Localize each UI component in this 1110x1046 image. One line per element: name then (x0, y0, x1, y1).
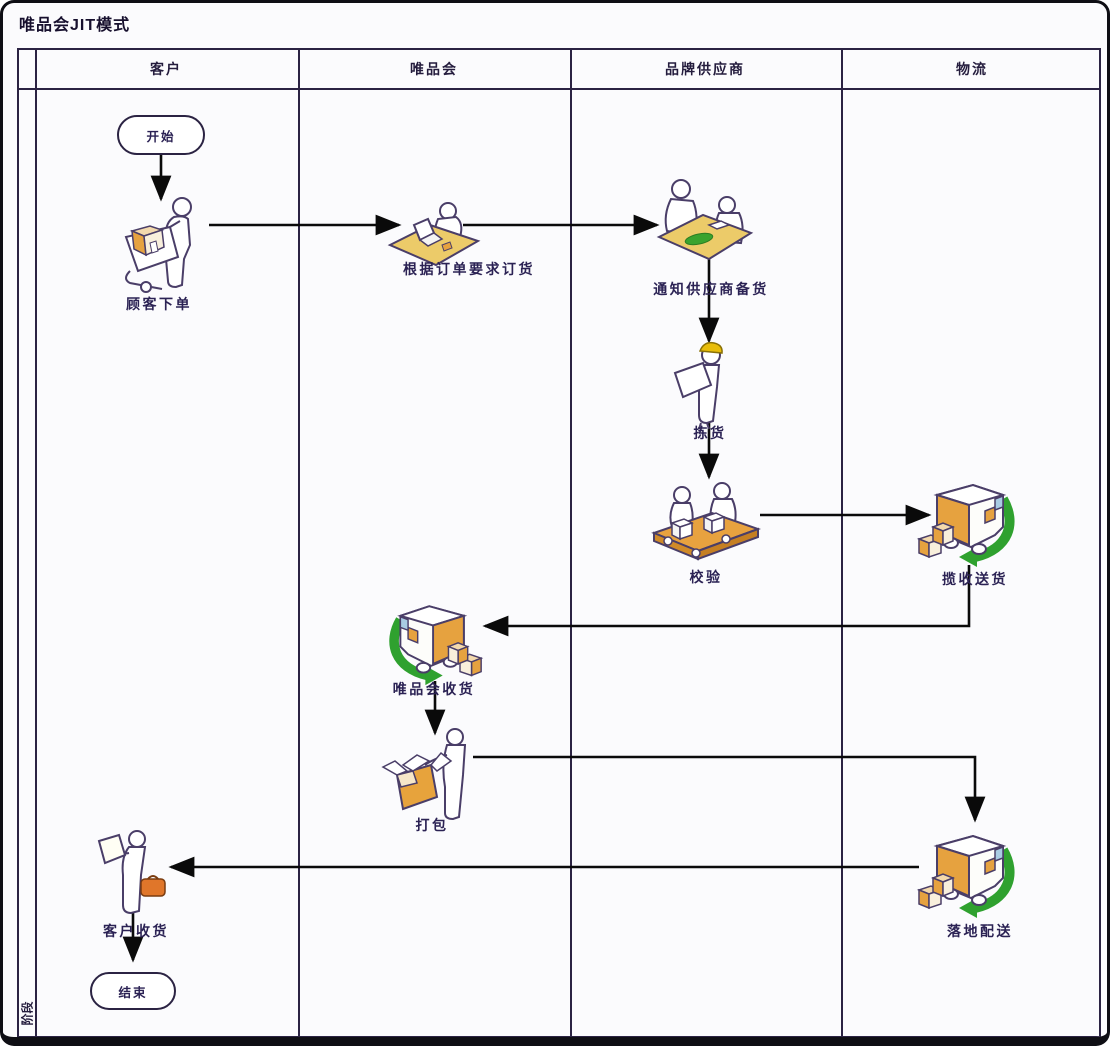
lane-header-customer: 客户 (150, 61, 182, 77)
edge-packing-to-lastmile (473, 755, 986, 823)
customer-order-label: 顾客下单 (126, 296, 192, 312)
picking-icon (671, 339, 743, 431)
order-request-label: 根据订单要求订货 (403, 261, 535, 277)
verification-label: 校验 (689, 569, 723, 585)
lane-header-vipshop: 唯品会 (410, 61, 458, 77)
packing-label: 打包 (415, 817, 449, 833)
swimlane-frame (17, 48, 1101, 1037)
phase-band-divider (35, 48, 37, 1037)
end-node: 结束 (90, 972, 176, 1010)
packing-icon (373, 725, 485, 823)
lane-header-brand-supplier: 品牌供应商 (665, 61, 745, 77)
page-title: 唯品会JIT模式 (19, 17, 131, 34)
customer-receive-label: 客户收货 (103, 923, 169, 939)
lane-divider-3 (841, 48, 843, 1037)
verification-icon (648, 481, 764, 569)
notify-supplier-icon (651, 175, 759, 279)
last-mile-delivery-icon (915, 815, 1019, 921)
vip-receive-label: 唯品会收货 (392, 681, 476, 697)
picking-label: 拣货 (693, 425, 727, 441)
lane-divider-1 (298, 48, 300, 1037)
pickup-delivery-label: 揽收送货 (942, 571, 1008, 587)
lane-divider-2 (570, 48, 572, 1037)
edge-pickup-to-vip-receive (482, 565, 971, 637)
pickup-delivery-icon (915, 465, 1019, 569)
customer-order-icon (106, 185, 218, 297)
vip-receive-icon (383, 587, 487, 687)
last-mile-delivery-label: 落地配送 (947, 923, 1013, 939)
notify-supplier-label: 通知供应商备货 (653, 281, 769, 297)
lane-header-logistics: 物流 (956, 61, 988, 77)
customer-receive-icon (95, 827, 179, 919)
flow-connectors (122, 155, 986, 963)
header-divider (17, 88, 1101, 90)
start-node: 开始 (117, 115, 205, 155)
